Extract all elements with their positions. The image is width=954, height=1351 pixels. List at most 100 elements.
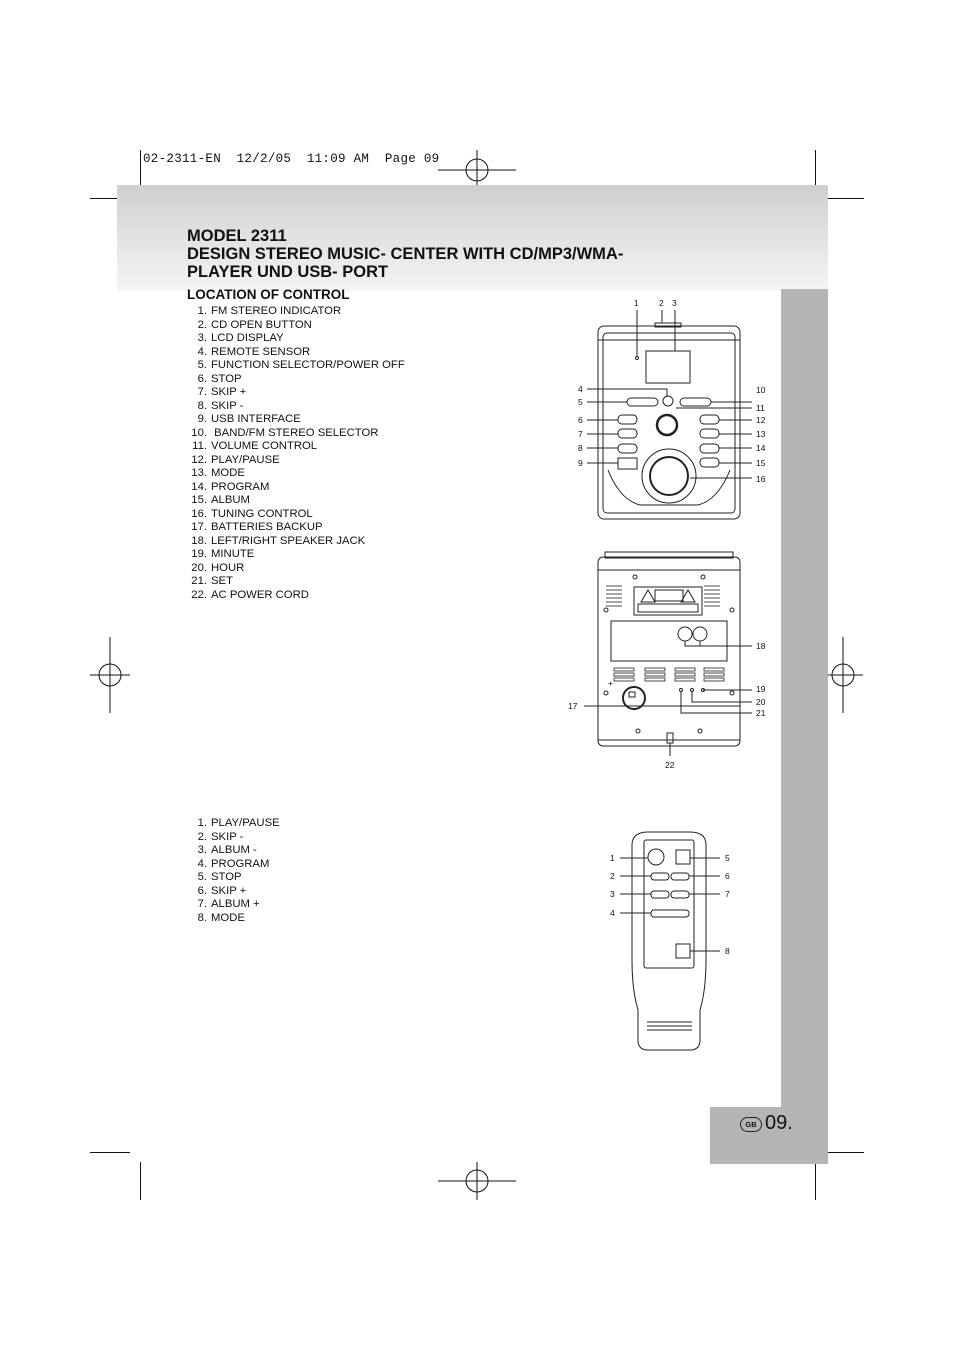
remote-diagram (620, 831, 720, 1051)
callout-label: 15 (756, 458, 766, 468)
list-item: 4. REMOTE SENSOR (182, 346, 405, 360)
item-label: ALBUM + (211, 898, 260, 910)
item-label: CD OPEN BUTTON (211, 318, 312, 331)
list-item: 17.BATTERIES BACKUP (182, 521, 405, 535)
item-label: MODE (211, 467, 245, 479)
item-label: SET (211, 575, 233, 587)
list-item: 15. ALBUM (182, 494, 405, 508)
item-label: SKIP - (211, 399, 244, 412)
list-item: 8.MODE (182, 912, 280, 926)
item-number: 8. (197, 399, 207, 412)
item-label: FM STEREO INDICATOR (211, 305, 342, 317)
item-label: ALBUM (211, 494, 250, 506)
item-number: 3. (197, 844, 207, 856)
item-label: MINUTE (211, 548, 255, 560)
callout-label: 1 (634, 298, 639, 308)
item-number: 18. (191, 534, 207, 547)
section-title: LOCATION OF CONTROL (187, 287, 350, 302)
item-label: LEFT/RIGHT SPEAKER JACK (211, 534, 366, 547)
item-number: 12. (191, 453, 207, 466)
item-number: 1. (197, 305, 207, 317)
item-number: 15. (191, 494, 207, 506)
item-number: 2. (197, 318, 207, 331)
title-line: DESIGN STEREO MUSIC- CENTER WITH CD/MP3/… (187, 245, 624, 263)
header-band (117, 185, 828, 291)
list-item: 10. BAND/FM STEREO SELECTOR (182, 427, 405, 441)
crop-mark (815, 1162, 816, 1200)
callout-label: 20 (756, 697, 766, 707)
remote-callouts: 1 2 3 4 5 6 7 8 (610, 853, 730, 956)
item-label: REMOTE SENSOR (211, 345, 311, 358)
front-view-diagram (587, 310, 752, 520)
callout-label: 3 (672, 298, 677, 308)
item-label: VOLUME CONTROL (211, 440, 318, 452)
item-label: STOP (211, 372, 242, 385)
callout-label: 19 (756, 684, 766, 694)
callout-label: 2 (610, 871, 615, 881)
callout-label: 2 (659, 298, 664, 308)
list-item: 5.FUNCTION SELECTOR/POWER OFF (182, 359, 405, 373)
polarity-mark: + (608, 678, 613, 688)
crop-mark (140, 1162, 141, 1200)
title-line: MODEL 2311 (187, 227, 287, 245)
page-number-box (710, 1107, 828, 1164)
callout-label: 22 (665, 760, 675, 770)
list-item: 19. MINUTE (182, 548, 405, 562)
list-item: 1. FM STEREO INDICATOR (182, 305, 405, 319)
list-item: 16.TUNING CONTROL (182, 508, 405, 522)
item-number: 3. (197, 332, 207, 344)
controls-list: 1. FM STEREO INDICATOR 2. CD OPEN BUTTON 3. L… (182, 305, 405, 602)
item-number: 21. (191, 575, 207, 587)
callout-label: 4 (578, 384, 583, 394)
callout-label: 17 (568, 701, 578, 711)
item-number: 20. (191, 561, 207, 574)
page-number: 09. (765, 1112, 793, 1134)
crop-mark (824, 198, 864, 199)
callout-label: 13 (756, 429, 766, 439)
callout-label: 14 (756, 443, 766, 453)
crop-mark (90, 198, 130, 199)
back-view-diagram (584, 551, 752, 756)
item-number: 9. (197, 413, 207, 425)
back-view-callouts: 17 18 19 20 21 22 (568, 641, 766, 770)
list-item: 6.SKIP + (182, 885, 280, 899)
print-slug: 02-2311-EN 12/2/05 11:09 AM Page 09 (143, 152, 440, 166)
item-label: HOUR (211, 561, 245, 574)
list-item: 9.USB INTERFACE (182, 413, 405, 427)
item-number: 2. (197, 830, 207, 843)
list-item: 1.PLAY/PAUSE (182, 817, 280, 831)
callout-label: 11 (756, 403, 765, 413)
item-number: 19. (191, 548, 207, 560)
item-number: 6. (197, 884, 207, 897)
callout-label: 12 (756, 415, 766, 425)
item-number: 16. (191, 507, 207, 520)
item-number: 8. (197, 911, 207, 924)
item-number: 13. (191, 467, 207, 479)
list-item: 11.VOLUME CONTROL (182, 440, 405, 454)
list-item: 7.SKIP + (182, 386, 405, 400)
language-badge: GB (740, 1117, 762, 1132)
list-item: 14.PROGRAM (182, 481, 405, 495)
item-label: LCD DISPLAY (211, 332, 284, 344)
list-item: 3. LCD DISPLAY (182, 332, 405, 346)
callout-label: 6 (725, 871, 730, 881)
item-label: BAND/FM STEREO SELECTOR (211, 426, 379, 439)
callout-label: 16 (756, 474, 766, 484)
item-number: 17. (191, 521, 207, 533)
callout-label: 10 (756, 385, 766, 395)
crop-mark (815, 150, 816, 188)
item-label: STOP (211, 871, 242, 883)
list-item: 8. SKIP - (182, 400, 405, 414)
callout-label: 6 (578, 415, 583, 425)
list-item: 4.PROGRAM (182, 858, 280, 872)
item-label: AC POWER CORD (211, 588, 309, 601)
callout-label: 7 (725, 889, 730, 899)
item-number: 7. (197, 386, 207, 398)
list-item: 2. CD OPEN BUTTON (182, 319, 405, 333)
front-view-callouts: 1 2 3 4 5 6 7 8 9 10 11 12 13 14 15 16 (578, 298, 766, 484)
list-item: 20. HOUR (182, 562, 405, 576)
item-number: 4. (197, 345, 207, 358)
title-line: PLAYER UND USB- PORT (187, 263, 389, 281)
